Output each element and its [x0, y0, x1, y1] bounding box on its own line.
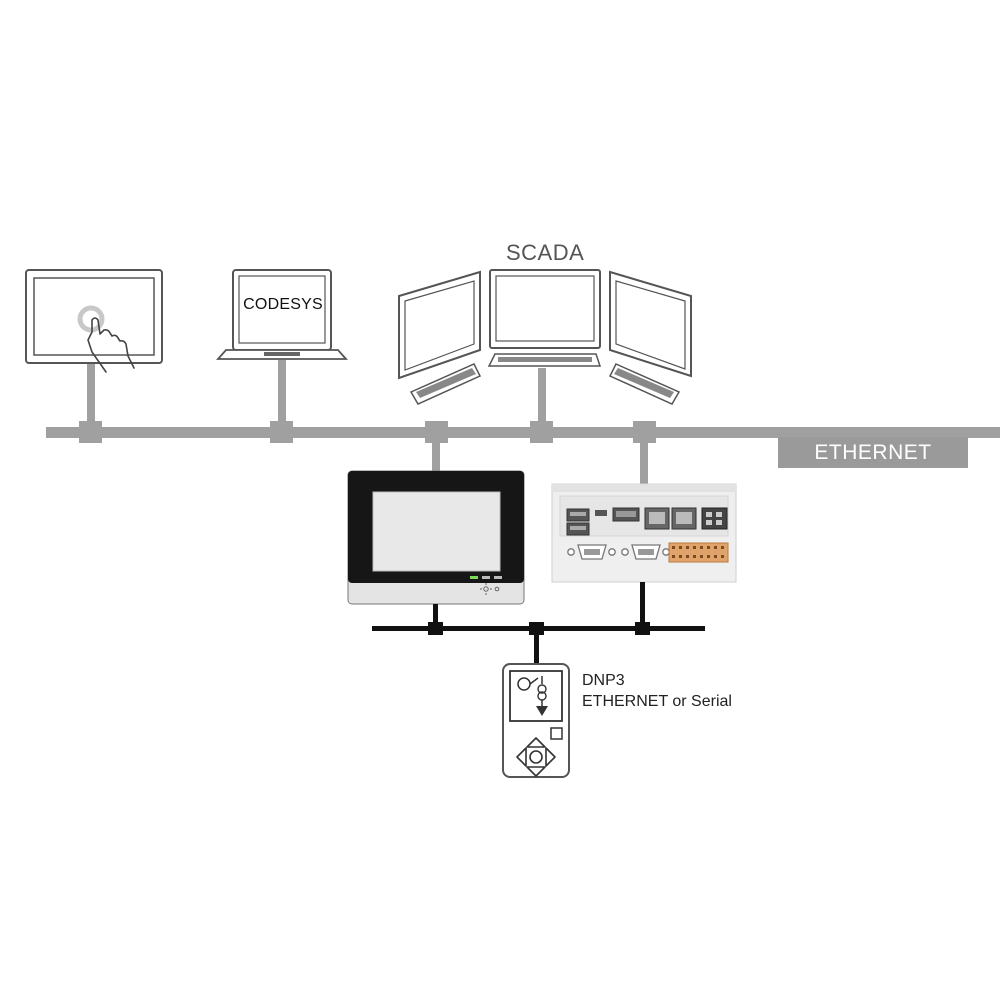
bus-connector [530, 421, 553, 443]
bus-connector [425, 421, 448, 443]
field-bus-connector [635, 622, 650, 635]
controller-icon [551, 483, 737, 583]
field-bus-connector [529, 622, 544, 635]
bus-connector [633, 421, 656, 443]
ethernet-bus [46, 360, 1000, 484]
bus-connector [79, 421, 102, 443]
field-bus [372, 582, 705, 666]
dnp3-label: DNP3 [582, 672, 625, 689]
drop-scada [538, 368, 546, 430]
direction-pad-icon [516, 737, 556, 777]
touch-panel-icon [25, 269, 163, 373]
scada-workstation-icon [398, 269, 692, 405]
scada-label: SCADA [506, 240, 585, 265]
laptop-icon [215, 269, 349, 360]
hand-icon [87, 317, 135, 373]
dnp3-transport-label: ETHERNET or Serial [582, 693, 732, 710]
brightness-icon [480, 583, 492, 595]
drop-touch-panel [87, 362, 95, 430]
dnp3-label-group: DNP3 ETHERNET or Serial [582, 670, 732, 712]
status-led [470, 576, 478, 579]
field-device-icon [502, 663, 570, 778]
drop-hmi [432, 438, 440, 472]
hmi-panel-icon [347, 470, 525, 605]
ethernet-label: ETHERNET [778, 437, 968, 468]
bus-connector [270, 421, 293, 443]
field-bus-connector [428, 622, 443, 635]
codesys-label: CODESYS [243, 296, 323, 313]
drop-laptop [278, 360, 286, 430]
drop-controller [640, 438, 648, 484]
